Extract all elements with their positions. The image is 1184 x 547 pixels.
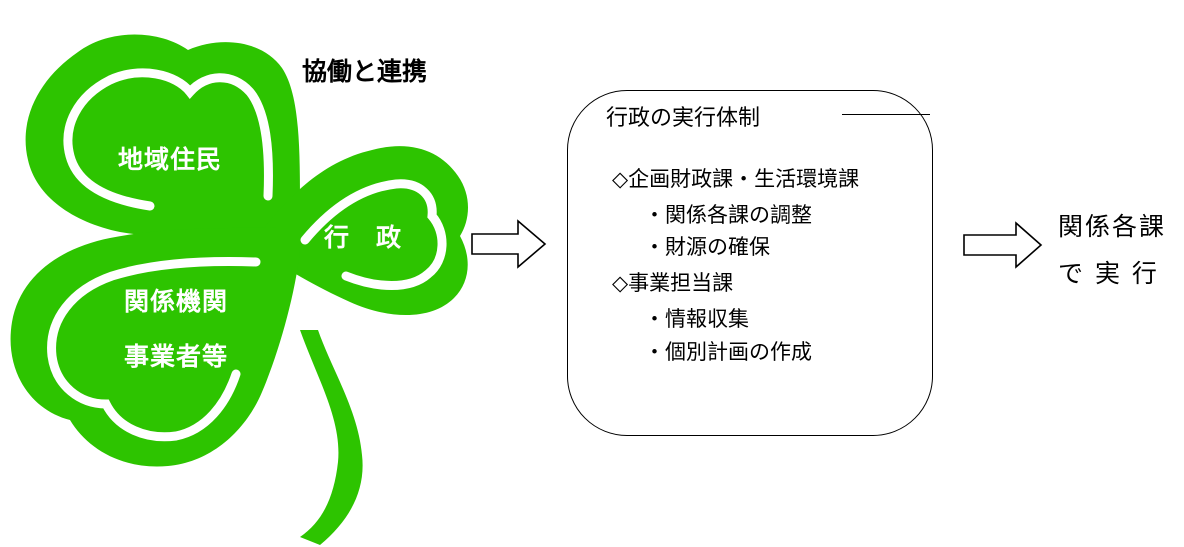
result-line2: で 実 行: [1058, 259, 1159, 288]
section-item: ・関係各課の調整: [644, 203, 812, 227]
section-header: ◇企画財政課・生活環境課: [612, 167, 860, 191]
result-line1: 関係各課: [1058, 212, 1167, 241]
leaf-label-administration: 行 政: [324, 223, 403, 252]
clover-stem: [300, 330, 363, 545]
section-item: ・財源の確保: [644, 235, 770, 259]
title-rule: [842, 114, 930, 115]
right-arrow-icon: [470, 218, 548, 270]
implementation-system-box: [567, 90, 933, 436]
leaf-label-organizations-line2: 事業者等: [124, 342, 229, 371]
section-header: ◇事業担当課: [612, 271, 734, 295]
section-item: ・個別計画の作成: [644, 340, 812, 364]
clover-graphic: [10, 34, 468, 545]
diagram-heading: 協働と連携: [302, 57, 428, 86]
section-item: ・情報収集: [644, 307, 749, 331]
system-box-title: 行政の実行体制: [600, 100, 767, 132]
right-arrow-icon: [962, 220, 1044, 270]
leaf-label-organizations-line1: 関係機関: [124, 287, 229, 316]
leaf-label-residents: 地域住民: [118, 145, 223, 174]
